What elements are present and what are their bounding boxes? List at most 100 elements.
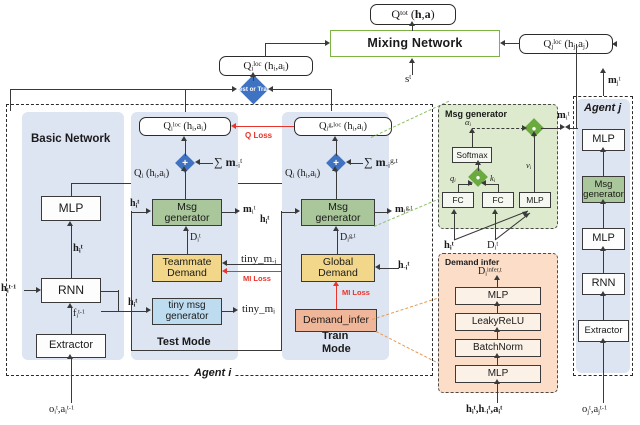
fc-left-label: FC — [452, 194, 464, 205]
msggen-mlp-box[interactable]: MLP — [519, 192, 551, 208]
train-msg-out-label: mig,t — [395, 204, 413, 216]
arrow-h-to-tiny — [146, 307, 151, 314]
arrow-qjloc-to-mix — [500, 39, 505, 46]
basic-extractor-label: Extractor — [48, 339, 93, 352]
arrow-in-d-fcr — [491, 208, 498, 214]
agent-j-obs-input-label: ojt,ajt-1 — [582, 404, 608, 416]
train-h-side-label: h-it — [398, 260, 410, 272]
line-state-to-mix — [412, 62, 414, 75]
line-testmode-q-up — [185, 89, 187, 117]
mixing-network-box[interactable]: Mixing Network — [330, 30, 500, 57]
global-demand-box[interactable]: Global Demand — [301, 254, 375, 282]
mixing-network-label: Mixing Network — [367, 36, 463, 51]
arrow-di-bn-relu — [493, 327, 500, 332]
softmax-box[interactable]: Softmax — [452, 147, 492, 163]
arrow-right-into-diamond — [268, 85, 273, 92]
agent-j-msg-out-label: mjt — [608, 75, 621, 87]
basic-mlp-box[interactable]: MLP — [41, 196, 101, 221]
line-sum-to-plus-train — [351, 162, 363, 164]
test-h-top-label: hit — [130, 198, 140, 210]
line-extractor-to-rnn — [70, 307, 72, 334]
line-di-mlp-out — [497, 279, 499, 287]
line-h-riser-train — [281, 211, 283, 350]
tiny-msg-generator-box[interactable]: tiny msg generator — [152, 298, 222, 325]
test-q-loc-node: Qiloc (hi,ai) — [139, 117, 231, 136]
arrow-plus-to-testq — [181, 136, 188, 141]
arrow-qk-to-softmax — [474, 159, 481, 165]
msggen-detail-output-label: mit — [557, 110, 570, 122]
line-mi-loss-left — [227, 271, 300, 273]
arrow-tinym-to-demand — [222, 260, 227, 267]
f-prev-label: fit-1 — [73, 308, 85, 320]
fc-right-box[interactable]: FC — [482, 192, 514, 208]
teammate-demand-box[interactable]: Teammate Demand — [152, 254, 222, 282]
train-msg-generator-box[interactable]: Msg generator — [301, 199, 375, 226]
line-alpha-to-attn — [472, 128, 524, 129]
test-msg-generator-box[interactable]: Msg generator — [152, 199, 222, 226]
agent-j-label: Agent j — [584, 102, 622, 114]
train-msg-generator-line1: Msg — [328, 200, 348, 213]
line-di-bn-relu — [497, 331, 499, 339]
arrow-mi-loss-right — [332, 280, 339, 286]
global-demand-line1: Global — [322, 256, 354, 269]
arrow-left-into-diamond — [232, 85, 237, 92]
arrow-hni-to-gdemand — [375, 264, 380, 271]
test-sum-label: ∑ m-it — [214, 155, 243, 170]
arrow-in-h-fcl — [450, 208, 457, 214]
line-left-into-diamond-down — [10, 89, 12, 111]
demand-infer-detail-title: Demand infer — [445, 257, 500, 267]
line-mi-to-qj-h — [570, 127, 578, 129]
arrow-testbus-to-plus — [181, 166, 188, 171]
line-obs-to-extractor — [70, 358, 72, 403]
line-fcr-to-qk — [498, 184, 500, 192]
arrow-aj-obs — [599, 337, 606, 343]
demandinfer-layer-3: MLP — [487, 367, 509, 379]
state-input-label: st — [405, 73, 412, 85]
line-mi-loss-right — [336, 285, 338, 309]
line-aj-obs — [603, 342, 605, 403]
arrow-qj-feed — [612, 40, 617, 47]
line-tinym-to-demand — [227, 263, 300, 265]
demand-infer-box[interactable]: Demand_infer — [295, 309, 377, 332]
train-sum-label: ∑ m-ig,t — [364, 155, 398, 170]
train-msg-generator-line2: generator — [315, 211, 361, 224]
train-q-gloc-node: Qig,loc (hi,ai) — [294, 117, 392, 136]
line-h-riser-test-2 — [131, 211, 133, 351]
arrow-sum-to-plus-train — [346, 159, 351, 166]
basic-rnn-box[interactable]: RNN — [41, 278, 101, 303]
line-di-input — [497, 383, 499, 403]
arrow-di-input — [493, 379, 500, 384]
arrow-msg-out-train — [387, 208, 392, 215]
agent-j-msggen-line1: Msg — [594, 178, 613, 190]
line-gdemand-to-msg-train — [336, 230, 338, 254]
demandinfer-layer-2: BatchNorm — [472, 341, 523, 353]
arrow-fcl-to-qk — [468, 180, 473, 187]
fc-left-box[interactable]: FC — [442, 192, 474, 208]
fc-right-label: FC — [492, 194, 504, 205]
basic-network-title: Basic Network — [31, 133, 111, 145]
tiny-msg-generator-line2: generator — [165, 310, 209, 322]
arrow-plus-to-trainq — [332, 136, 339, 141]
line-msg-to-plus-test — [184, 184, 186, 200]
demandinfer-mlp-top-box[interactable]: MLP — [455, 287, 541, 305]
line-msg-out-test — [222, 211, 236, 213]
arrow-gdemand-to-msg-train — [333, 225, 340, 231]
msggen-detail-diagonal-inputs — [453, 210, 531, 241]
line-in-h-fcl — [454, 213, 456, 240]
line-di-mlp2-bn — [497, 357, 499, 365]
line-mlp-to-attn — [534, 135, 536, 192]
arrow-aj-rnn-mlp — [599, 245, 606, 251]
arrow-q-loss — [231, 122, 236, 129]
basic-mlp-label: MLP — [58, 201, 84, 216]
line-aj-msg-out — [603, 72, 605, 96]
line-hni-to-gdemand — [380, 267, 399, 269]
teammate-demand-line2: Demand — [167, 267, 207, 279]
line-mix-to-qtot — [412, 25, 414, 31]
line-qiloc-right — [265, 43, 326, 45]
train-q-gloc-label: Qig,loc (hi,ai) — [318, 120, 368, 133]
line-right-into-diamond — [272, 89, 332, 91]
alpha-symbol: αi — [465, 117, 471, 129]
arrow-extractor-to-rnn — [67, 302, 74, 308]
line-h-to-msg-train — [281, 211, 296, 213]
